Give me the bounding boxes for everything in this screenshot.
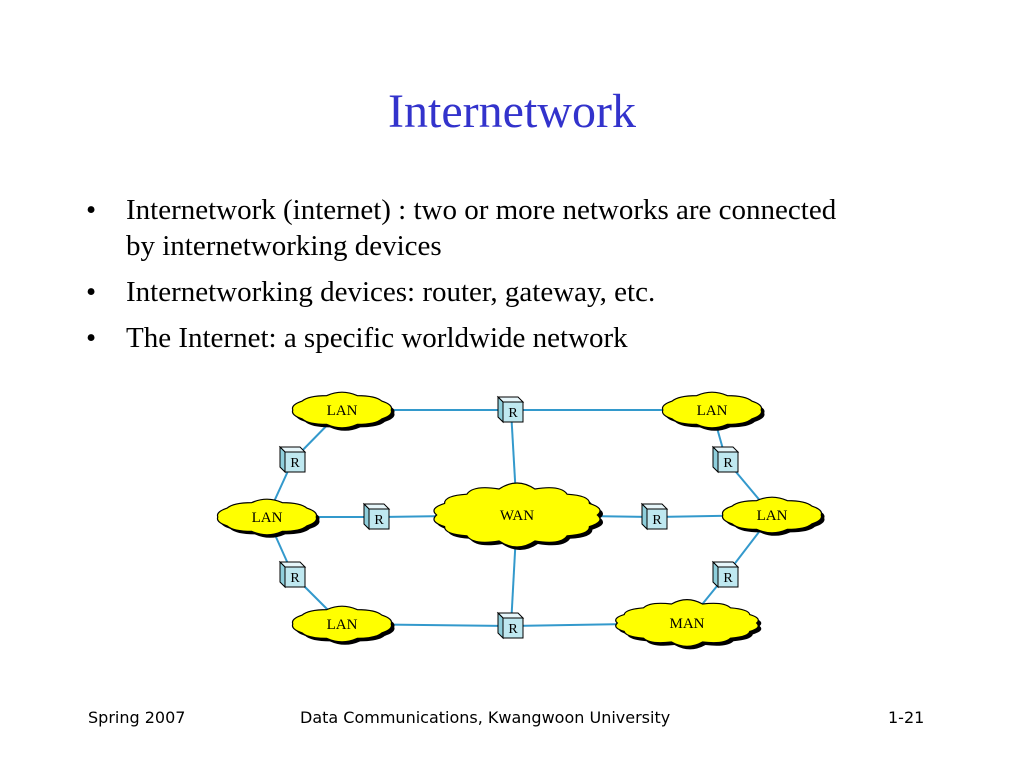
router-r-bottom: R [496,611,525,640]
bullet-text: The Internet: a specific worldwide netwo… [126,322,628,354]
router-r-left-down: R [278,560,307,589]
router-front-face [717,566,739,588]
cloud-label: LAN [757,508,788,524]
cloud-lan-tl: LAN [291,391,395,431]
bullet-list: • Internetwork (internet) : two or more … [86,192,846,366]
router-r-right-up: R [711,445,740,474]
cloud-shape [615,599,759,647]
cloud-man: MAN [615,599,762,650]
router-side-face [497,611,504,640]
cloud-label: LAN [697,403,728,419]
router-front-face [284,451,306,473]
cloud-label: WAN [500,508,534,524]
router-front-face [717,451,739,473]
router-side-face [712,560,719,589]
router-r-top: R [496,395,525,424]
cloud-lan-mr: LAN [721,496,825,536]
router-side-face [279,445,286,474]
bullet-marker: • [86,194,97,226]
router-label: R [290,456,300,471]
footer-page-number: 1-21 [888,708,925,727]
router-front-face [646,508,668,530]
router-r-right-down: R [711,560,740,589]
cloud-wan: WAN [433,482,604,550]
router-label: R [508,622,518,637]
cloud-label: LAN [327,617,358,633]
router-front-face [502,401,524,423]
router-label: R [723,571,733,586]
router-label: R [508,406,518,421]
cloud-lan-tr: LAN [661,391,765,431]
internetwork-diagram: LAN LAN LAN WAN LAN LAN MAN R R R R R R R R [195,375,845,655]
cloud-lan-ml: LAN [216,498,320,538]
cloud-label: LAN [327,403,358,419]
router-side-face [363,502,370,531]
router-side-face [279,560,286,589]
bullet-marker: • [86,322,97,354]
router-front-face [502,617,524,639]
cloud-shape [291,605,393,643]
router-r-mid-right: R [640,502,669,531]
router-label: R [290,571,300,586]
router-label: R [374,513,384,528]
router-label: R [723,456,733,471]
bullet-item: • Internetwork (internet) : two or more … [86,192,846,264]
cloud-lan-bl: LAN [291,605,395,645]
cloud-label: LAN [252,510,283,526]
router-side-face [641,502,648,531]
bullet-item: • The Internet: a specific worldwide net… [86,320,846,356]
router-r-mid-left: R [362,502,391,531]
cloud-shape [291,391,393,429]
cloud-label: MAN [669,616,704,632]
router-side-face [712,445,719,474]
cloud-shape [661,391,763,429]
bullet-text: Internetworking devices: router, gateway… [126,276,656,308]
router-label: R [652,513,662,528]
bullet-item: • Internetworking devices: router, gatew… [86,274,846,310]
cloud-shape [216,498,318,536]
router-front-face [368,508,390,530]
slide-title: Internetwork [388,85,636,138]
cloud-shape [433,482,601,548]
bullet-text: Internetwork (internet) : two or more ne… [126,194,837,262]
footer-course: Data Communications, Kwangwoon Universit… [300,708,671,727]
network-diagram-svg: LAN LAN LAN WAN LAN LAN MAN R R R R R R R R [216,391,825,650]
router-r-left-up: R [278,445,307,474]
router-side-face [497,395,504,424]
cloud-shape [721,496,823,534]
bullet-marker: • [86,276,97,308]
router-front-face [284,566,306,588]
footer-date: Spring 2007 [88,708,186,727]
